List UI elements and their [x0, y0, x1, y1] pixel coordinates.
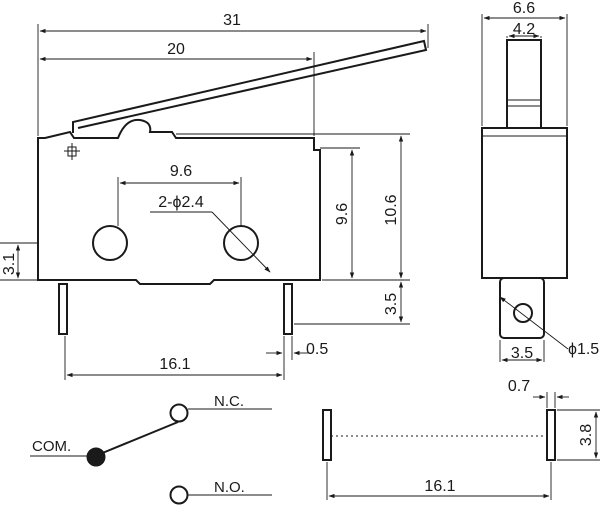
side-view: 6.6 4.2 3.5 ϕ1.5 — [481, 0, 599, 363]
no-contact-icon — [169, 485, 189, 505]
dim-pcb-pad-width: 0.7 — [508, 378, 530, 395]
switch-body-outline — [37, 118, 321, 285]
dim-terminal-spacing: 16.1 — [159, 356, 190, 373]
terminal-left — [58, 283, 68, 335]
dim-pcb-pad-length: 3.8 — [578, 424, 595, 446]
switch-schematic: N.C. COM. N.O. — [30, 393, 272, 505]
com-label: COM. — [32, 438, 71, 455]
dim-side-actuator-width: 4.2 — [513, 21, 535, 38]
dim-hole-height: 9.6 — [334, 203, 351, 225]
side-body — [481, 127, 568, 279]
dim-side-terminal-width: 3.5 — [511, 345, 533, 362]
actuator-lever — [72, 39, 428, 133]
dim-hole-from-bottom: 3.1 — [1, 253, 18, 275]
side-plunger — [506, 39, 542, 129]
com-contact-icon — [86, 447, 106, 467]
side-terminal-hole — [513, 303, 533, 323]
dim-side-total-width: 6.6 — [513, 0, 535, 17]
dim-hole-leader — [499, 296, 569, 350]
dim-pcb-pad-spacing: 16.1 — [424, 478, 455, 495]
dim-terminal-thickness: 0.5 — [306, 341, 328, 358]
no-label: N.O. — [214, 479, 245, 496]
nc-contact-icon — [169, 403, 189, 423]
mounting-hole-left — [92, 225, 128, 261]
side-body-ledge — [481, 127, 568, 137]
nc-label: N.C. — [214, 393, 244, 410]
dim-hole-diameter-leader — [211, 211, 271, 273]
dim-body-height: 10.6 — [383, 194, 400, 225]
dim-terminal-length: 3.5 — [383, 293, 400, 315]
front-view: 31 20 9.6 2-ϕ2.4 9.6 10.6 3.5 3.1 16.1 0… — [0, 12, 429, 380]
pcb-pad-left — [322, 409, 332, 461]
side-terminal-tab — [499, 277, 545, 339]
dim-overall-length: 31 — [223, 12, 241, 29]
dim-terminal-hole: ϕ1.5 — [568, 341, 599, 358]
dim-hole-diameter: 2-ϕ2.4 — [158, 194, 204, 211]
terminal-right — [283, 283, 293, 335]
switch-blade — [99, 421, 179, 455]
pcb-layout: 16.1 0.7 3.8 — [322, 378, 600, 500]
dim-lever-pivot-length: 20 — [167, 41, 185, 58]
pcb-pad-right — [546, 409, 556, 461]
dim-hole-spacing: 9.6 — [170, 163, 192, 180]
